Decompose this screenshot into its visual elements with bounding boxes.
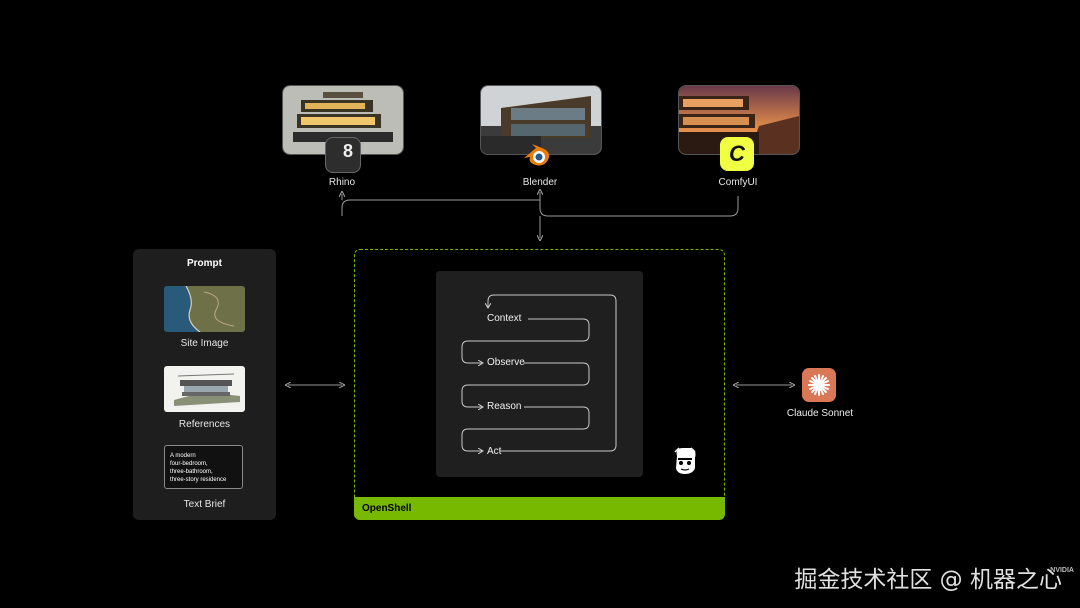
agent-loop-path xyxy=(461,294,617,477)
agent-mascot-icon xyxy=(674,447,696,474)
claude-sonnet-label: Claude Sonnet xyxy=(786,408,854,419)
openshell-label: OpenShell xyxy=(362,503,412,514)
watermark-text: 掘金技术社区 @ 机器之心 xyxy=(794,567,1062,593)
step-context: Context xyxy=(487,313,522,324)
agent-loop-panel xyxy=(436,271,643,477)
openshell-bar: OpenShell xyxy=(354,497,725,520)
step-act: Act xyxy=(487,446,502,457)
step-reason: Reason xyxy=(487,401,522,412)
nvidia-corner-logo: NVIDIA xyxy=(1050,567,1074,574)
claude-sparkle-icon xyxy=(802,368,836,402)
site-image-label: Site Image xyxy=(180,338,229,349)
references-label: References xyxy=(178,419,231,430)
brief-line: four-bedroom, xyxy=(170,461,208,467)
comfyui-preview-image xyxy=(678,85,800,155)
comfyui-logo-icon: C xyxy=(720,137,754,171)
prompt-panel: Prompt Site Image References A modern fo… xyxy=(133,249,276,520)
blender-label: Blender xyxy=(522,177,558,188)
brief-line: three-bathroom, xyxy=(170,469,213,475)
comfyui-label: ComfyUI xyxy=(718,177,758,188)
rhino-label: Rhino xyxy=(328,177,356,188)
text-brief-box: A modern four-bedroom, three-bathroom, t… xyxy=(164,445,243,489)
brief-line: A modern xyxy=(170,453,196,459)
step-observe: Observe xyxy=(487,357,525,368)
brief-line: three-story residence xyxy=(170,477,227,483)
prompt-title: Prompt xyxy=(187,258,222,269)
text-brief-label: Text Brief xyxy=(183,499,226,510)
blender-logo-icon xyxy=(521,137,555,171)
rhino-logo-icon: 8 xyxy=(325,137,361,173)
references-image xyxy=(164,366,245,412)
site-image xyxy=(164,286,245,332)
